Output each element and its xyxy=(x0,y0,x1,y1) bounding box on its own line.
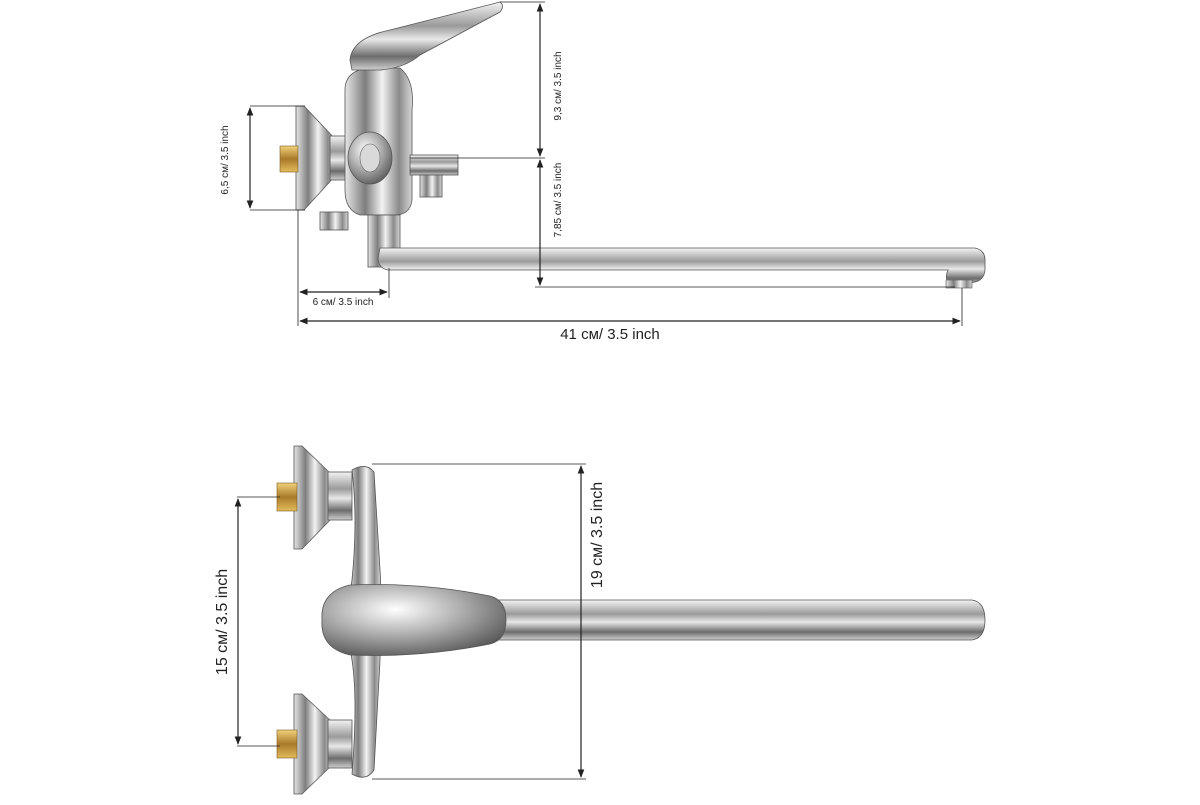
side-aerator xyxy=(945,279,973,289)
front-spout xyxy=(489,599,986,641)
side-shower-outlet xyxy=(319,211,349,231)
front-nut-bottom xyxy=(327,719,353,769)
side-lever-handle xyxy=(349,1,503,71)
side-view-faucet xyxy=(279,1,986,289)
side-diverter-knob xyxy=(419,174,443,198)
side-spout xyxy=(377,247,986,287)
front-brass-thread-bottom xyxy=(276,729,298,759)
dim-flange-height-label: 6,5 см/ 3.5 inch xyxy=(220,125,231,194)
dim-body-height-label: 19 см/ 3.5 inch xyxy=(589,482,606,588)
front-view-labels: 15 см/ 3.5 inch 19 см/ 3.5 inch xyxy=(214,482,606,675)
dim-inlet-spacing-label: 15 см/ 3.5 inch xyxy=(214,569,231,675)
front-nut-top xyxy=(327,471,353,521)
side-eccentric-inner xyxy=(359,143,381,173)
dim-flange-offset-label: 6 см/ 3.5 inch xyxy=(313,297,374,308)
dim-overall-length-label: 41 см/ 3.5 inch xyxy=(560,326,660,343)
front-view-faucet xyxy=(276,445,986,795)
side-view-dimensions xyxy=(246,1,963,326)
front-flange-top xyxy=(293,445,333,550)
side-view-labels: 6,5 см/ 3.5 inch 9,3 см/ 3.5 inch 7,85 с… xyxy=(220,51,660,343)
front-view-dimensions xyxy=(234,463,586,780)
dim-lower-height-label: 7,85 см/ 3.5 inch xyxy=(553,163,564,238)
side-brass-thread xyxy=(279,145,299,173)
front-flange-bottom xyxy=(293,693,333,795)
front-lever-handle xyxy=(321,584,507,656)
dim-upper-height-label: 9,3 см/ 3.5 inch xyxy=(553,51,564,120)
